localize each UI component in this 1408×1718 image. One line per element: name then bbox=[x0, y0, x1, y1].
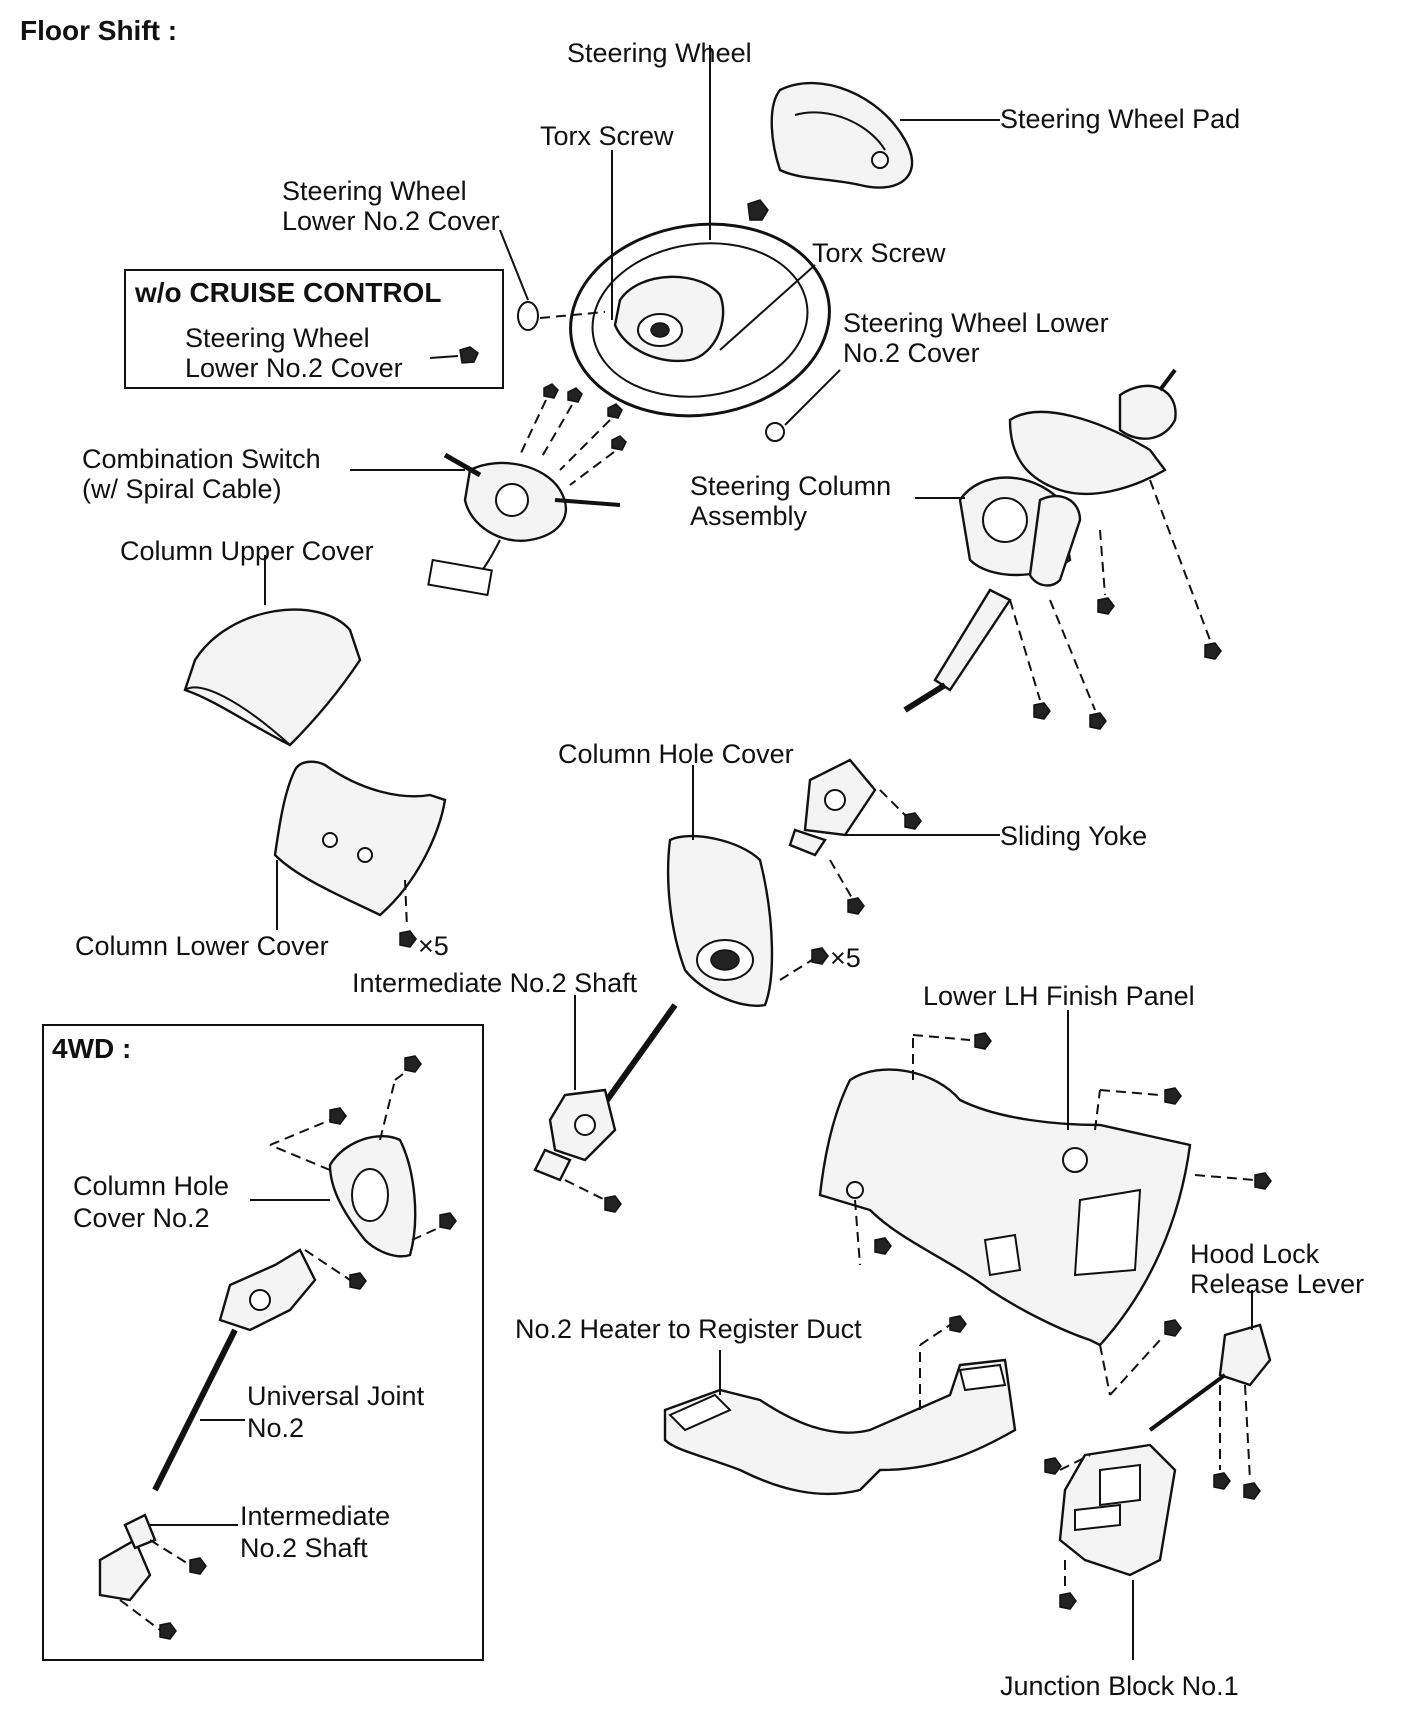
hood-lock-release-lever-part bbox=[1148, 1323, 1272, 1432]
screw-icon-b bbox=[811, 947, 829, 965]
label-hood-lock-2: Release Lever bbox=[1190, 1269, 1364, 1299]
label-sw-lower-cover-right-2: No.2 Cover bbox=[843, 338, 980, 368]
label-sw-lower-cover-right-1: Steering Wheel Lower bbox=[843, 308, 1109, 338]
label-column-hole-cover2-2: Cover No.2 bbox=[73, 1203, 210, 1233]
label-combination-switch-1: Combination Switch bbox=[82, 444, 321, 474]
steering-column-assembly-part bbox=[903, 368, 1177, 713]
cruise-box-line1: Steering Wheel bbox=[185, 323, 370, 353]
junction-block-part bbox=[1058, 1443, 1177, 1577]
fourwd-box-title: 4WD : bbox=[52, 1033, 131, 1064]
steering-wheel-pad-part bbox=[770, 81, 914, 189]
label-column-upper-cover: Column Upper Cover bbox=[120, 536, 374, 566]
steering-column-bolts bbox=[1009, 479, 1222, 730]
fourwd-box: 4WD : Column Hole Cover No.2 Universal J… bbox=[42, 1024, 484, 1661]
lower-lh-panel-screws bbox=[854, 1032, 1272, 1396]
cruise-box-title: w/o CRUISE CONTROL bbox=[134, 277, 441, 308]
screw-icon-a bbox=[399, 930, 417, 948]
qty-x5-lower-cover: ×5 bbox=[418, 931, 449, 961]
label-column-hole-cover2-1: Column Hole bbox=[73, 1171, 229, 1201]
label-sliding-yoke: Sliding Yoke bbox=[1000, 821, 1147, 851]
label-combination-switch-2: (w/ Spiral Cable) bbox=[82, 474, 282, 504]
label-intermediate-4wd-2: No.2 Shaft bbox=[240, 1533, 368, 1563]
label-column-lower-cover: Column Lower Cover bbox=[75, 931, 329, 961]
steering-wheel-part bbox=[569, 222, 831, 418]
cruise-control-box: w/o CRUISE CONTROL Steering Wheel Lower … bbox=[124, 269, 504, 389]
label-lower-lh-panel: Lower LH Finish Panel bbox=[923, 981, 1195, 1011]
label-steering-wheel-pad: Steering Wheel Pad bbox=[1000, 104, 1240, 134]
label-torx-screw-top: Torx Screw bbox=[540, 121, 674, 151]
combination-switch-screws bbox=[519, 383, 627, 486]
label-junction-block: Junction Block No.1 bbox=[1000, 1671, 1239, 1701]
column-lower-cover-part bbox=[273, 760, 447, 917]
label-universal-joint-1: Universal Joint bbox=[247, 1381, 425, 1411]
column-upper-cover-part bbox=[183, 608, 362, 747]
sliding-yoke-part bbox=[788, 758, 877, 857]
lower-lh-finish-panel-part bbox=[818, 1068, 1192, 1347]
lower-cover-right-part bbox=[765, 422, 785, 442]
label-steering-column-2: Assembly bbox=[690, 501, 808, 531]
label-column-hole-cover: Column Hole Cover bbox=[558, 739, 794, 769]
label-torx-screw-right: Torx Screw bbox=[812, 238, 946, 268]
column-hole-cover-part bbox=[666, 834, 774, 1007]
label-sw-lower-cover-left-1: Steering Wheel bbox=[282, 176, 467, 206]
lower-cover-left-part bbox=[517, 301, 539, 331]
label-sw-lower-cover-left-2: Lower No.2 Cover bbox=[282, 206, 500, 236]
label-steering-column-1: Steering Column bbox=[690, 471, 891, 501]
label-universal-joint-2: No.2 bbox=[247, 1413, 304, 1443]
label-steering-wheel: Steering Wheel bbox=[567, 38, 752, 68]
label-heater-duct: No.2 Heater to Register Duct bbox=[515, 1314, 862, 1344]
qty-x5-hole-cover: ×5 bbox=[830, 943, 861, 973]
label-intermediate-shaft: Intermediate No.2 Shaft bbox=[352, 968, 638, 998]
label-intermediate-4wd-1: Intermediate bbox=[240, 1501, 390, 1531]
label-hood-lock-1: Hood Lock bbox=[1190, 1239, 1320, 1269]
diagram-title: Floor Shift : bbox=[20, 15, 177, 46]
intermediate-shaft-part bbox=[533, 1003, 678, 1182]
cruise-box-line2: Lower No.2 Cover bbox=[185, 353, 403, 383]
combination-switch-part bbox=[427, 452, 621, 597]
nut-part bbox=[747, 199, 769, 221]
heater-duct-part bbox=[663, 1358, 1017, 1496]
